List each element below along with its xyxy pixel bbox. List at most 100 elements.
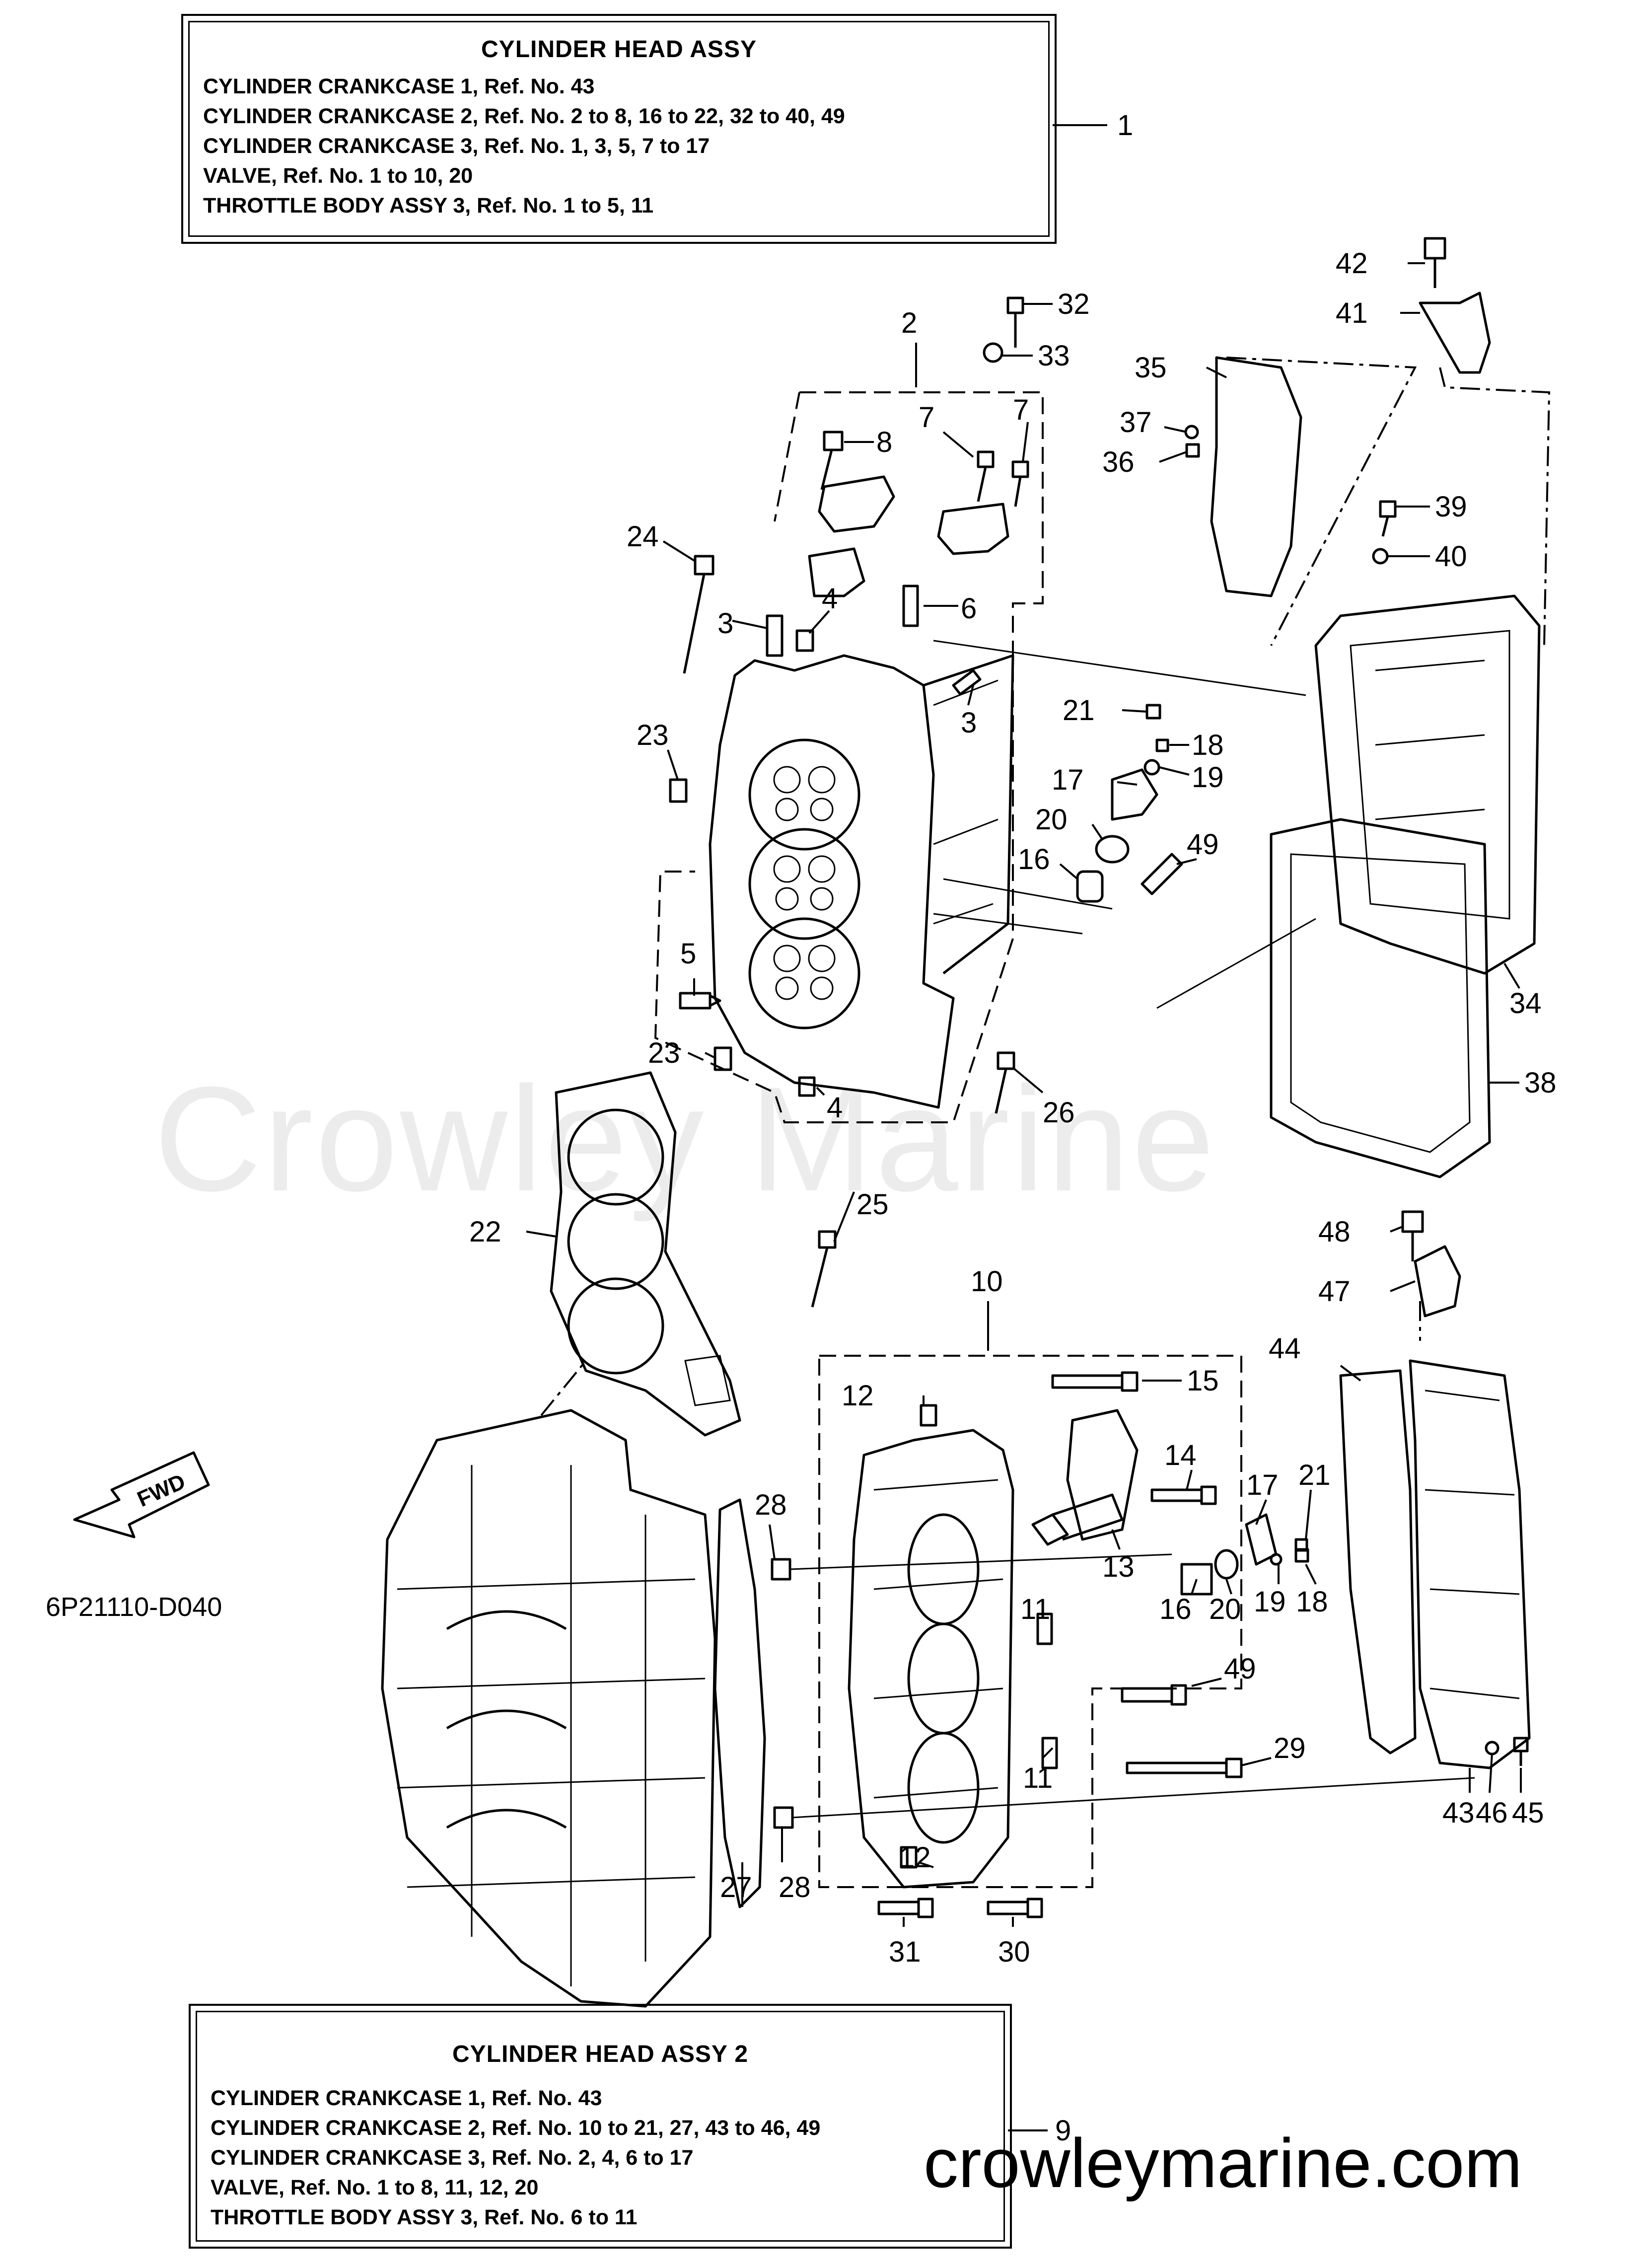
lower-assy-boundary bbox=[818, 1355, 1242, 1888]
callout-49a: 49 bbox=[1187, 828, 1219, 861]
callout-18b: 18 bbox=[1296, 1586, 1328, 1618]
top-assembly-line-1: CYLINDER CRANKCASE 1, Ref. No. 43 bbox=[203, 74, 595, 98]
bottom-assembly-line-3: CYLINDER CRANKCASE 3, Ref. No. 2, 4, 6 t… bbox=[211, 2146, 694, 2170]
callout-1: 1 bbox=[1117, 109, 1133, 142]
callout-44: 44 bbox=[1269, 1332, 1301, 1365]
callout-48: 48 bbox=[1318, 1216, 1351, 1248]
bolt-21b bbox=[1294, 1538, 1308, 1552]
callout-16a: 16 bbox=[1018, 843, 1050, 876]
bracket-41 bbox=[1419, 292, 1491, 374]
callout-5: 5 bbox=[680, 938, 696, 970]
bolt-26 bbox=[995, 1051, 1015, 1114]
crankcase-gasket-line bbox=[540, 1360, 587, 1416]
callout-40: 40 bbox=[1435, 540, 1467, 573]
gasket-38-inner bbox=[1290, 853, 1471, 1153]
callout-29: 29 bbox=[1274, 1732, 1306, 1764]
spark-plug-49b bbox=[1121, 1684, 1187, 1706]
exhaust-cover-gasket-44 bbox=[1339, 1369, 1417, 1755]
top-assembly-box: CYLINDER HEAD ASSY CYLINDER CRANKCASE 1,… bbox=[181, 14, 1057, 244]
washer-37 bbox=[1184, 425, 1199, 439]
washer-46 bbox=[1485, 1741, 1499, 1756]
callout-31: 31 bbox=[889, 1936, 921, 1968]
bolt-15 bbox=[1051, 1371, 1139, 1392]
plug-4a bbox=[795, 629, 814, 652]
callout-41: 41 bbox=[1336, 297, 1368, 329]
crankcase-outline bbox=[381, 1409, 716, 2008]
callout-15: 15 bbox=[1187, 1365, 1219, 1397]
lower-alignment-lines bbox=[789, 1553, 1475, 1819]
cam-cap-front bbox=[937, 503, 1009, 555]
cam-cap-small bbox=[808, 547, 865, 597]
bolt-21a bbox=[1145, 704, 1161, 720]
washer-19b bbox=[1270, 1553, 1283, 1566]
callout-38: 38 bbox=[1524, 1067, 1557, 1099]
callout-28b: 28 bbox=[779, 1871, 811, 1903]
upper-valve-seats bbox=[773, 766, 836, 1000]
bolt-42 bbox=[1424, 237, 1446, 288]
dowel-11a bbox=[1036, 1612, 1053, 1645]
cam-cap-rear bbox=[818, 475, 895, 533]
callout-39: 39 bbox=[1435, 491, 1467, 523]
callout-16b: 16 bbox=[1159, 1593, 1192, 1625]
upper-head-side bbox=[923, 654, 1014, 974]
bolt-7a bbox=[977, 450, 995, 502]
upper-thermostat-group bbox=[933, 704, 1183, 935]
callout-33: 33 bbox=[1038, 340, 1070, 372]
housing-17a bbox=[1111, 768, 1158, 821]
fwd-arrow-shape bbox=[73, 1451, 210, 1538]
dowel-3b bbox=[952, 669, 982, 696]
bolt-24 bbox=[683, 555, 714, 674]
dowel-28a bbox=[771, 1558, 791, 1581]
callout-37: 37 bbox=[1120, 406, 1152, 439]
gasket-port bbox=[684, 1355, 731, 1406]
callout-9: 9 bbox=[1055, 2115, 1071, 2147]
gasket-bore-2 bbox=[567, 1193, 664, 1290]
callout-26: 26 bbox=[1043, 1097, 1075, 1129]
callout-13: 13 bbox=[1102, 1551, 1135, 1583]
upper-chamber-1 bbox=[748, 738, 860, 851]
callout-30: 30 bbox=[998, 1936, 1030, 1968]
top-assembly-line-3: CYLINDER CRANKCASE 3, Ref. No. 1, 3, 5, … bbox=[203, 134, 710, 158]
bracket-47 bbox=[1414, 1245, 1461, 1317]
crankcase-webbing bbox=[397, 1465, 706, 1986]
callout-8: 8 bbox=[876, 426, 892, 458]
upper-cover-group bbox=[933, 237, 1551, 1178]
callout-25: 25 bbox=[857, 1188, 889, 1221]
callout-10: 10 bbox=[971, 1265, 1003, 1298]
bottom-assembly-line-5: THROTTLE BODY ASSY 3, Ref. No. 6 to 11 bbox=[211, 2205, 638, 2229]
callout-3b: 3 bbox=[961, 707, 977, 739]
bracket-41-line bbox=[1439, 367, 1551, 646]
plug-4b bbox=[798, 1076, 816, 1097]
diagram-code: 6P21110-D040 bbox=[46, 1592, 222, 1622]
callout-11a: 11 bbox=[1020, 1593, 1050, 1625]
callout-46: 46 bbox=[1476, 1797, 1508, 1829]
upper-chamber-3 bbox=[748, 917, 860, 1029]
upper-assy-boundary-edge bbox=[774, 392, 800, 522]
callout-24: 24 bbox=[627, 520, 659, 553]
callout-47: 47 bbox=[1318, 1275, 1351, 1308]
callout-23a: 23 bbox=[637, 719, 669, 751]
bolt-32 bbox=[1006, 296, 1024, 348]
cover-43-ribs bbox=[1425, 1390, 1520, 1699]
dowel-23b bbox=[714, 1046, 732, 1071]
bottom-assembly-line-2: CYLINDER CRANKCASE 2, Ref. No. 10 to 21,… bbox=[211, 2116, 821, 2140]
upper-assy-boundary bbox=[654, 391, 1044, 1123]
callout-20a: 20 bbox=[1035, 804, 1068, 836]
callout-20b: 20 bbox=[1209, 1593, 1241, 1625]
callout-45: 45 bbox=[1512, 1797, 1544, 1829]
top-assembly-box-frame bbox=[188, 21, 1050, 237]
callout-32: 32 bbox=[1058, 288, 1090, 320]
top-assembly-title: CYLINDER HEAD ASSY bbox=[481, 36, 757, 63]
bolt-29 bbox=[1126, 1757, 1243, 1778]
washer-33 bbox=[983, 342, 1003, 363]
spark-plug-49a bbox=[1141, 853, 1183, 895]
callout-12b: 12 bbox=[899, 1841, 931, 1874]
bottom-assembly-box-frame bbox=[196, 2011, 1005, 2242]
upper-bolts bbox=[683, 296, 1029, 1308]
bottom-assembly-title: CYLINDER HEAD ASSY 2 bbox=[452, 2041, 749, 2067]
callout-34: 34 bbox=[1509, 987, 1542, 1020]
callout-43: 43 bbox=[1442, 1797, 1475, 1829]
dowel-6 bbox=[902, 585, 919, 627]
bolt-14 bbox=[1150, 1485, 1217, 1505]
